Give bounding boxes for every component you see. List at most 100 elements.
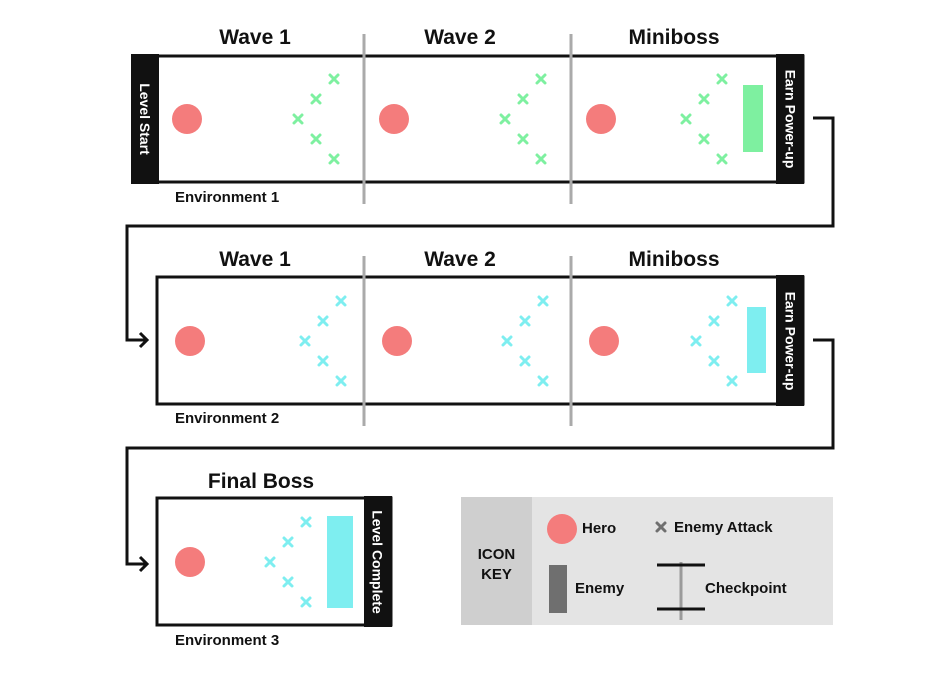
enemy-attack-icon [680,113,692,125]
environment-label: Environment 3 [175,632,280,649]
enemy-attack-icon [655,521,667,533]
earn-powerup-label: Earn Power-up [782,291,799,390]
section-title: Miniboss [628,248,720,271]
hero-icon [589,326,619,356]
enemy-attack-stroke [335,375,347,387]
enemy-attack-icon [708,355,720,367]
enemy-attack-stroke [517,93,529,105]
enemy-attack-icon [519,355,531,367]
key-checkpoint-label: Checkpoint [705,580,787,597]
enemy-attack-stroke [716,153,728,165]
enemy-attack-icon [282,576,294,588]
enemy-attack-stroke [300,516,312,528]
section-title: Wave 2 [424,26,496,49]
key-enemy-label: Enemy [575,580,625,597]
row2-end-bar [776,275,804,406]
enemy-attack-stroke [708,355,720,367]
row1-start-bar [131,54,159,184]
enemy-attack-group [292,73,728,165]
enemy-attack-icon [537,295,549,307]
section-title: Wave 1 [219,26,291,49]
key-checkpoint-icon [657,562,705,620]
enemy-attack-stroke [519,315,531,327]
row3-end-bar [364,496,392,627]
enemy-attack-stroke [292,113,304,125]
enemy-attack-icon [517,133,529,145]
enemy-attack-icon [299,335,311,347]
row1-frame [131,54,805,184]
enemy-attack-stroke [537,295,549,307]
enemy-attack-icon [300,596,312,608]
enemy-attack-icon [300,516,312,528]
icon-key-title-cell [461,497,532,625]
enemy-attack-icon [292,113,304,125]
environment-label: Environment 1 [175,189,280,206]
enemy-attack-icon [726,375,738,387]
enemy-attack-icon [335,375,347,387]
enemy-attack-icon [317,355,329,367]
miniboss-enemy [747,307,766,373]
enemy-attack-stroke [499,113,511,125]
enemy-attack-icon [282,536,294,548]
key-enemy-attack-icon [655,521,667,533]
enemy-attack-stroke [726,295,738,307]
hero-icon [379,104,409,134]
enemy-attack-stroke [726,375,738,387]
enemy-attack-icon [499,113,511,125]
enemy-attack-group [299,295,738,387]
enemy-attack-icon [537,375,549,387]
enemy-attack-icon [519,315,531,327]
enemy-attack-stroke [517,133,529,145]
enemy-attack-stroke [716,73,728,85]
enemy-attack-icon [726,295,738,307]
enemy-attack-stroke [698,133,710,145]
section-title: Final Boss [207,470,315,493]
enemy-attack-icon [328,153,340,165]
enemy-attack-stroke [690,335,702,347]
enemy-attack-icon [328,73,340,85]
flow-connector [125,338,835,566]
enemy-attack-icon [264,556,276,568]
key-enemy-attack-label: Enemy Attack [674,519,773,536]
enemy-attack-icon [690,335,702,347]
section-title: Miniboss [628,26,720,49]
hero-icon [382,326,412,356]
key-enemy-icon [549,565,567,613]
miniboss-enemy [743,85,763,152]
enemy-attack-icon [698,93,710,105]
enemy-attack-stroke [299,335,311,347]
final-boss-enemy [327,516,353,608]
enemy-attack-icon [335,295,347,307]
enemy-attack-stroke [698,93,710,105]
flow-arrowhead [138,555,150,573]
key-hero-icon [547,514,577,544]
enemy-attack-icon [310,133,322,145]
enemy-attack-stroke [708,315,720,327]
enemy-attack-stroke [535,153,547,165]
enemy-attack-stroke [264,556,276,568]
enemy-attack-icon [535,73,547,85]
enemy-attack-icon [317,315,329,327]
section-title: Wave 1 [219,248,291,271]
enemy-attack-stroke [317,355,329,367]
enemy-attack-icon [698,133,710,145]
hero-icon [175,547,205,577]
key-hero-label: Hero [582,520,617,537]
enemy-attack-icon [501,335,513,347]
level-complete-label: Level Complete [370,509,387,614]
earn-powerup-label: Earn Power-up [782,69,799,169]
enemy-attack-stroke [282,576,294,588]
enemy-attack-stroke [310,133,322,145]
enemy-attack-icon [716,153,728,165]
enemy-attack-stroke [300,596,312,608]
enemy-attack-stroke [282,536,294,548]
enemy-attack-stroke [519,355,531,367]
enemy-attack-stroke [335,295,347,307]
enemy-attack-icon [716,73,728,85]
enemy-attack-stroke [501,335,513,347]
hero-icon [175,326,205,356]
enemy-attack-stroke [680,113,692,125]
enemy-attack-stroke [310,93,322,105]
enemy-attack-group [264,516,312,608]
